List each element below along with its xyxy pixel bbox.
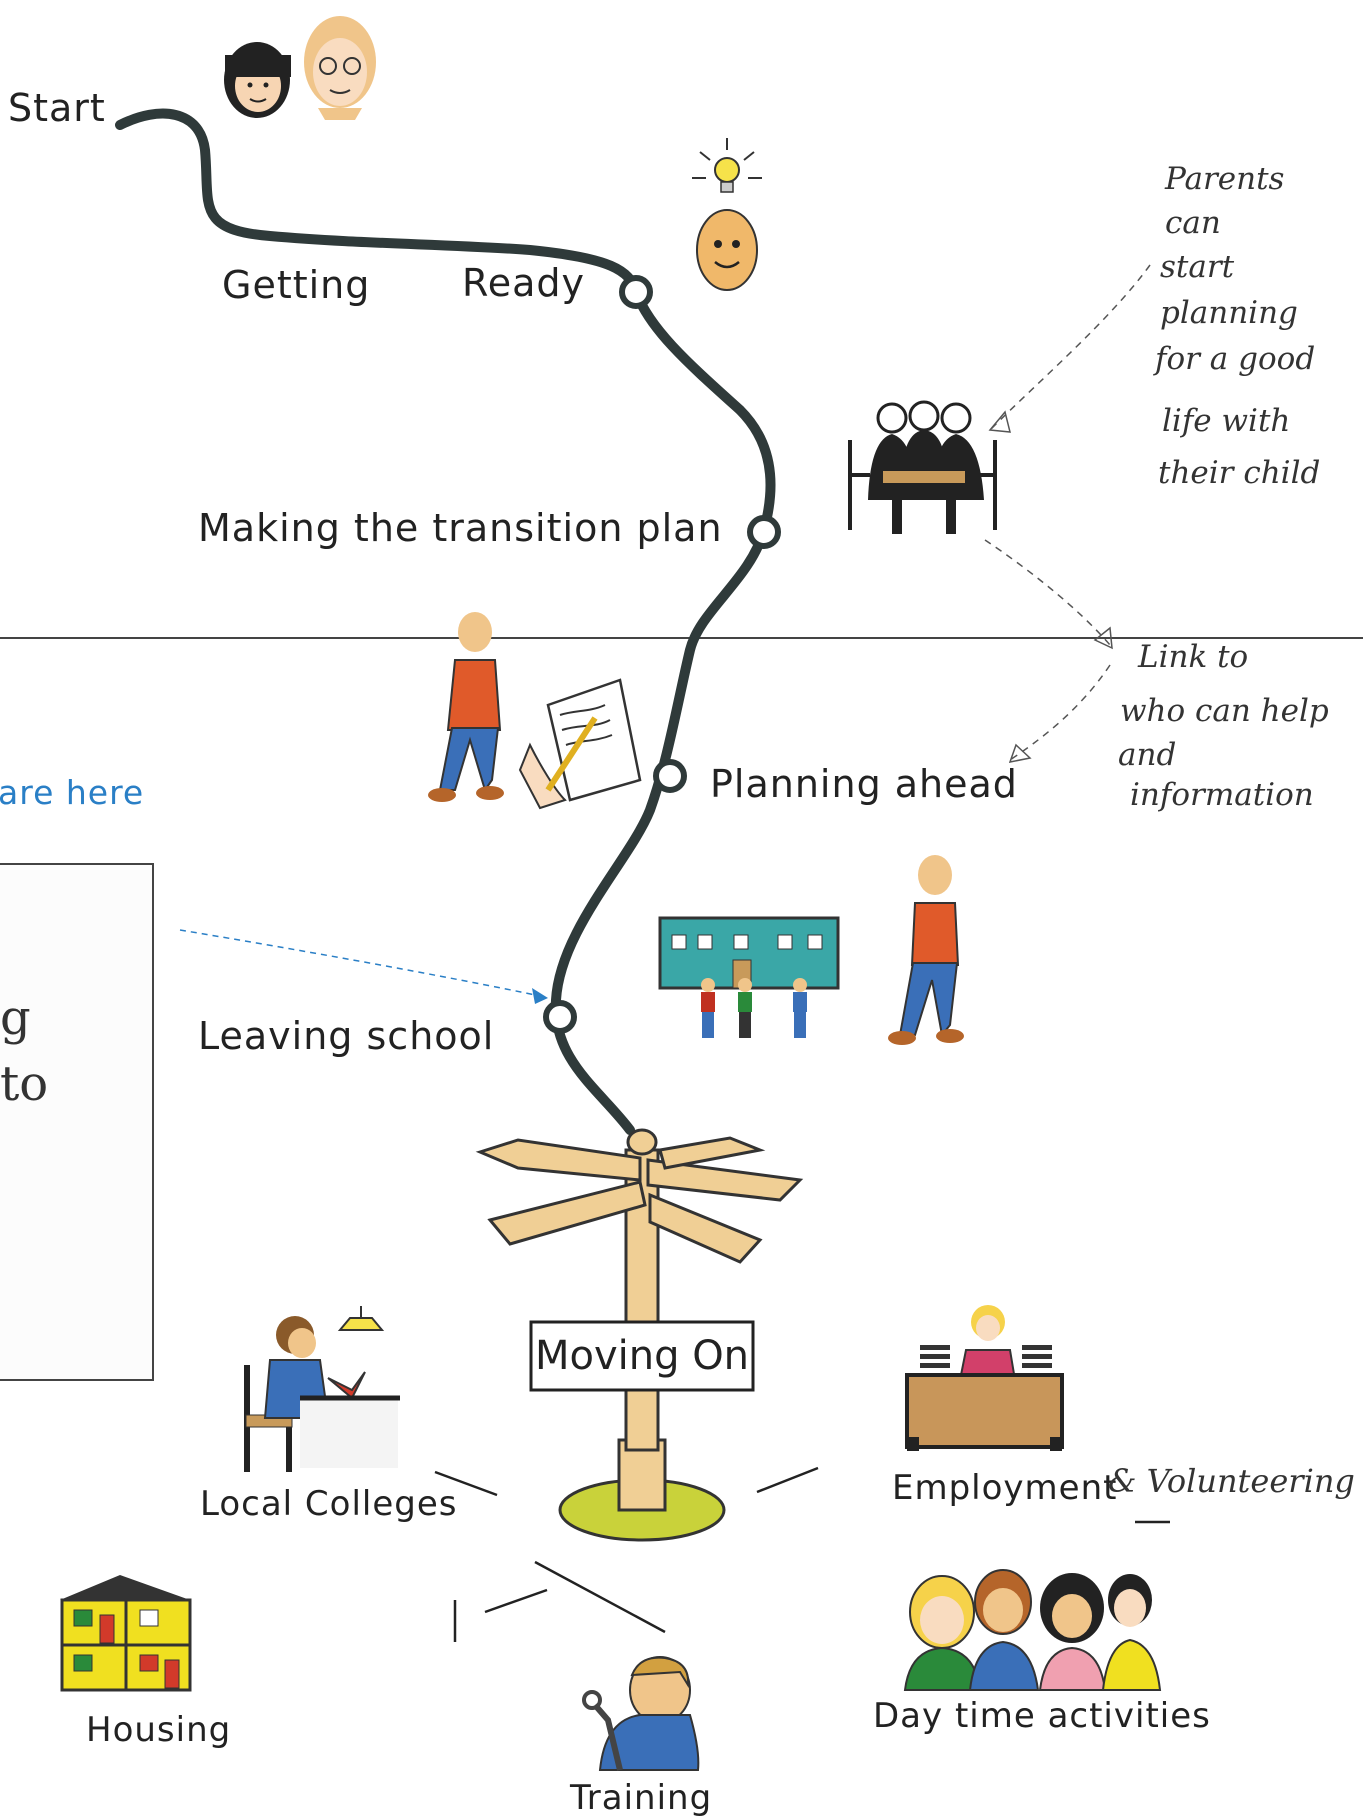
milestone-ready [619,275,653,309]
link-note-line: Link to [1138,639,1249,675]
you-are-here-arrow [179,929,546,998]
label-employment: Employment [892,1468,1118,1508]
student-studying-icon [244,1306,400,1472]
label-you-are-here: are here [0,773,145,812]
label-moving-on: Moving On [534,1333,750,1379]
link-note-line: information [1130,777,1314,813]
idea-egg-icon [692,138,762,291]
label-getting: Getting [222,263,371,307]
label-start: Start [8,86,106,130]
person-writing-icon [428,612,642,810]
parents-note-line: start [1160,249,1235,285]
label-transition-plan: Making the transition plan [198,506,723,550]
parents-note-line: life with [1162,403,1291,439]
side-note-box [0,863,154,1381]
link-note-line: and [1118,737,1177,773]
link-note-line: who can help [1120,693,1329,729]
milestone-leaving-school [543,1000,577,1034]
label-training: Training [570,1778,713,1818]
label-volunteering: & Volunteering [1108,1462,1355,1500]
signpost-icon [475,1128,804,1542]
parents-note-line: can [1165,205,1221,241]
employment-desk-icon [905,1305,1064,1451]
mechanic-training-icon [582,1656,700,1771]
label-local-colleges: Local Colleges [200,1484,458,1524]
milestone-planning-ahead [653,759,687,793]
destination-spokes [434,1466,1170,1642]
milestone-transition-plan [747,515,781,549]
side-box-text: to [0,1056,49,1112]
person-walking-icon [888,855,964,1045]
pathway-road [115,108,776,1135]
housing-icon [60,1575,192,1692]
parents-note-line: Parents [1165,161,1285,197]
school-icon [658,916,840,1038]
parents-note-line: planning [1160,295,1298,331]
children-faces-icon [224,16,376,120]
label-housing: Housing [86,1710,232,1750]
parents-note-line: their child [1158,455,1321,491]
group-people-icon [903,1569,1162,1691]
label-day-time: Day time activities [873,1696,1211,1736]
parents-note-line: for a good [1155,341,1316,377]
note-arrows [984,264,1151,761]
label-planning-ahead: Planning ahead [710,762,1018,806]
side-box-text: g [0,990,31,1046]
label-leaving-school: Leaving school [198,1014,495,1058]
you-are-here-arrowhead [532,988,548,1004]
meeting-icon [848,400,997,534]
arrowheads [988,410,1113,763]
label-ready: Ready [462,261,585,305]
